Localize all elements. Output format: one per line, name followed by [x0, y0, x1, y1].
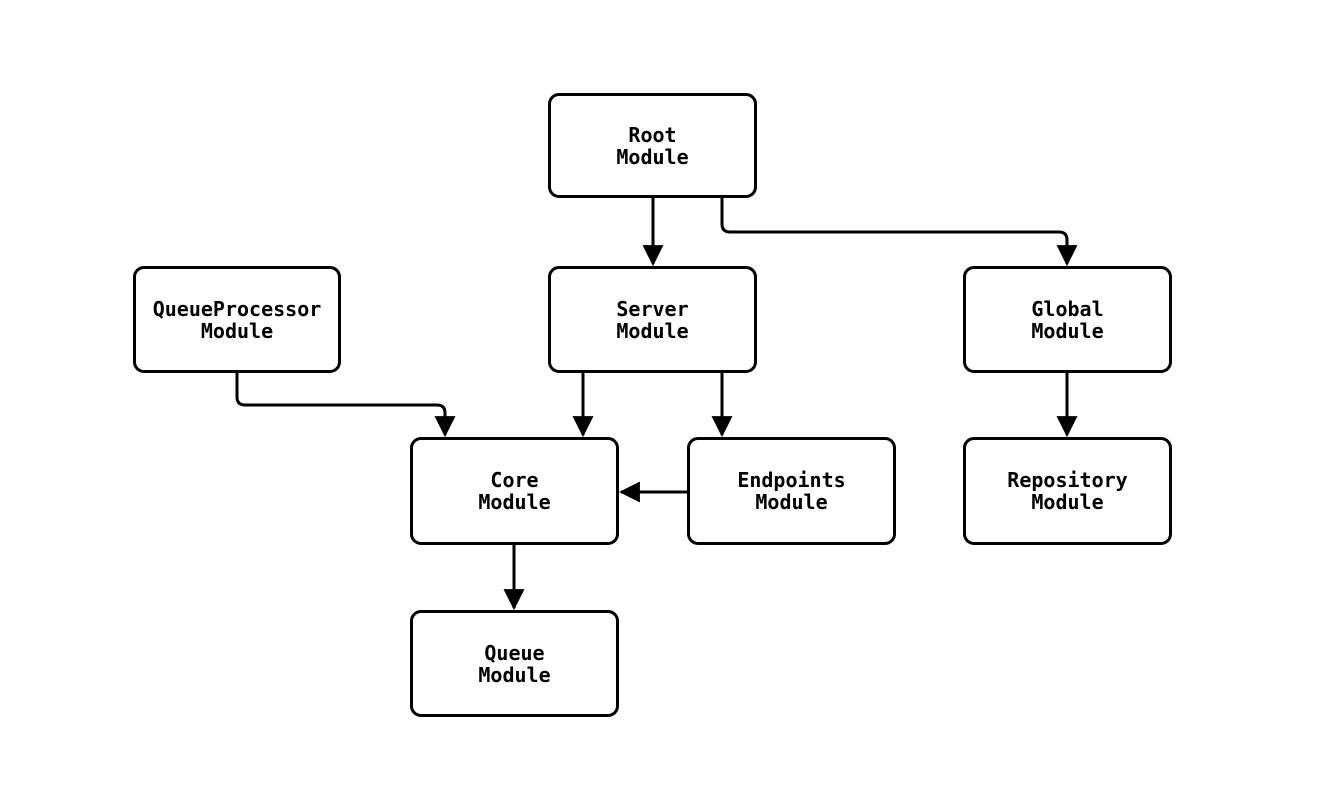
node-label: Queue Module	[478, 640, 551, 687]
node-label: Endpoints Module	[737, 468, 846, 514]
node-core-module: Core Module	[410, 437, 619, 545]
node-endpoints-module: Endpoints Module	[687, 437, 896, 545]
node-queueprocessor-module: QueueProcessor Module	[133, 266, 341, 373]
edge-root-to-global	[720, 198, 1078, 267]
node-root-module: Root Module	[548, 93, 757, 198]
node-label: Server Module	[616, 296, 689, 343]
node-label: QueueProcessor Module	[152, 296, 322, 343]
node-global-module: Global Module	[963, 266, 1172, 373]
node-label: Global Module	[1031, 296, 1104, 343]
node-repository-module: Repository Module	[963, 437, 1172, 545]
node-queue-module: Queue Module	[410, 610, 619, 717]
node-label: Root Module	[616, 122, 689, 169]
node-label: Repository Module	[1007, 468, 1128, 514]
node-server-module: Server Module	[548, 266, 757, 373]
node-label: Core Module	[478, 468, 551, 514]
edge-queueprocessor-to-core	[235, 373, 456, 438]
